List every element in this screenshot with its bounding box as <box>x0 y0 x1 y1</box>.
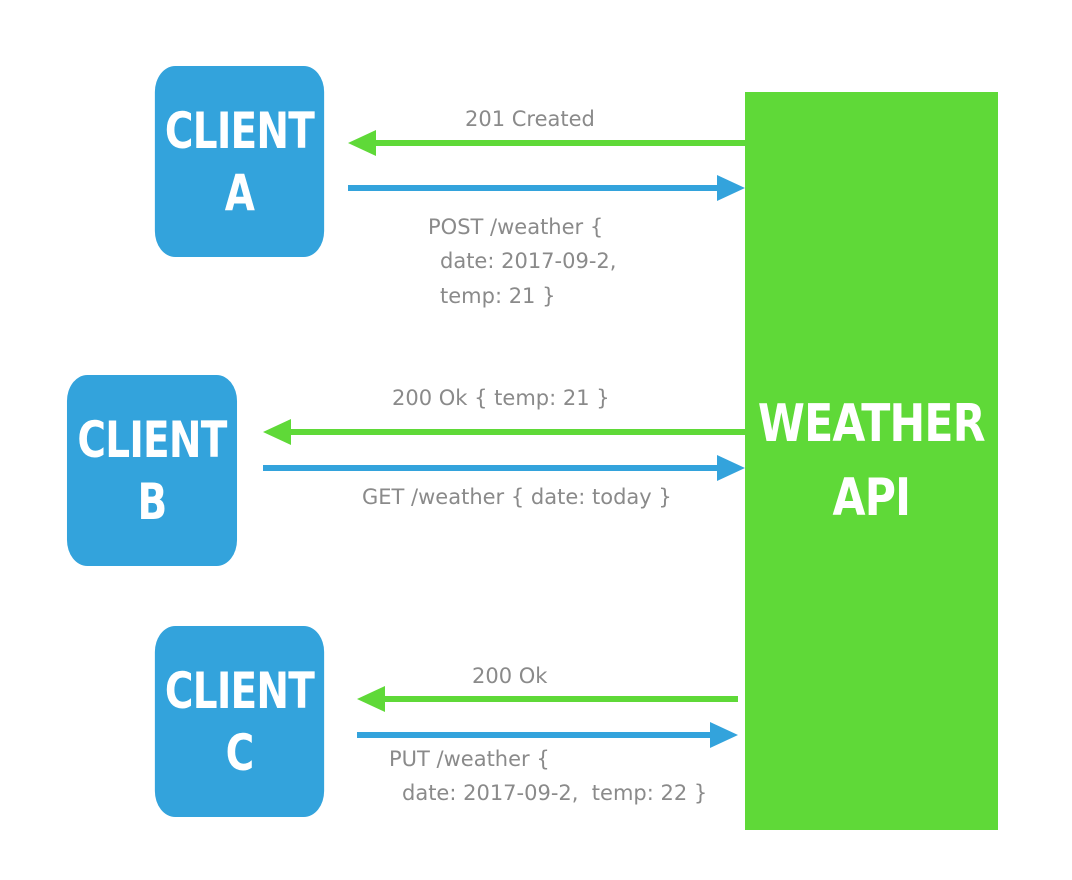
client-b-label-line1: CLIENT <box>77 410 227 469</box>
client-b-request-label: GET /weather { date: today } <box>362 485 672 509</box>
client-c-response-arrow <box>357 686 738 712</box>
client-a-label-line1: CLIENT <box>164 101 315 160</box>
weather-api-box: WEATHER API <box>745 92 998 830</box>
client-b-box: CLIENT B <box>66 375 238 566</box>
client-a-request-label-line1: POST /weather { <box>428 215 604 239</box>
client-a-response-arrow <box>348 130 745 156</box>
client-a-request-arrow <box>348 175 745 201</box>
api-label-line2: API <box>832 468 911 528</box>
client-c-label-line2: C <box>225 723 255 782</box>
client-c-response-label: 200 Ok <box>472 664 548 688</box>
client-b-request-arrow <box>263 455 745 481</box>
client-a-box: CLIENT A <box>154 66 325 257</box>
client-b-response-arrow <box>263 419 745 445</box>
client-c-request-label-line1: PUT /weather { <box>389 747 550 771</box>
client-a-response-label: 201 Created <box>465 107 595 131</box>
client-a-label-line2: A <box>224 163 255 222</box>
client-c-request-arrow <box>357 722 738 748</box>
client-c-box: CLIENT C <box>154 626 325 817</box>
client-b-response-label: 200 Ok { temp: 21 } <box>392 386 610 410</box>
api-label-line1: WEATHER <box>758 394 986 454</box>
client-c-label-line1: CLIENT <box>164 661 315 720</box>
client-a-request-label-line3: temp: 21 } <box>440 284 556 308</box>
client-b-label-line2: B <box>137 472 168 531</box>
client-c-request-label-line2: date: 2017-09-2, temp: 22 } <box>402 781 708 805</box>
client-a-request-label-line2: date: 2017-09-2, <box>440 249 617 273</box>
